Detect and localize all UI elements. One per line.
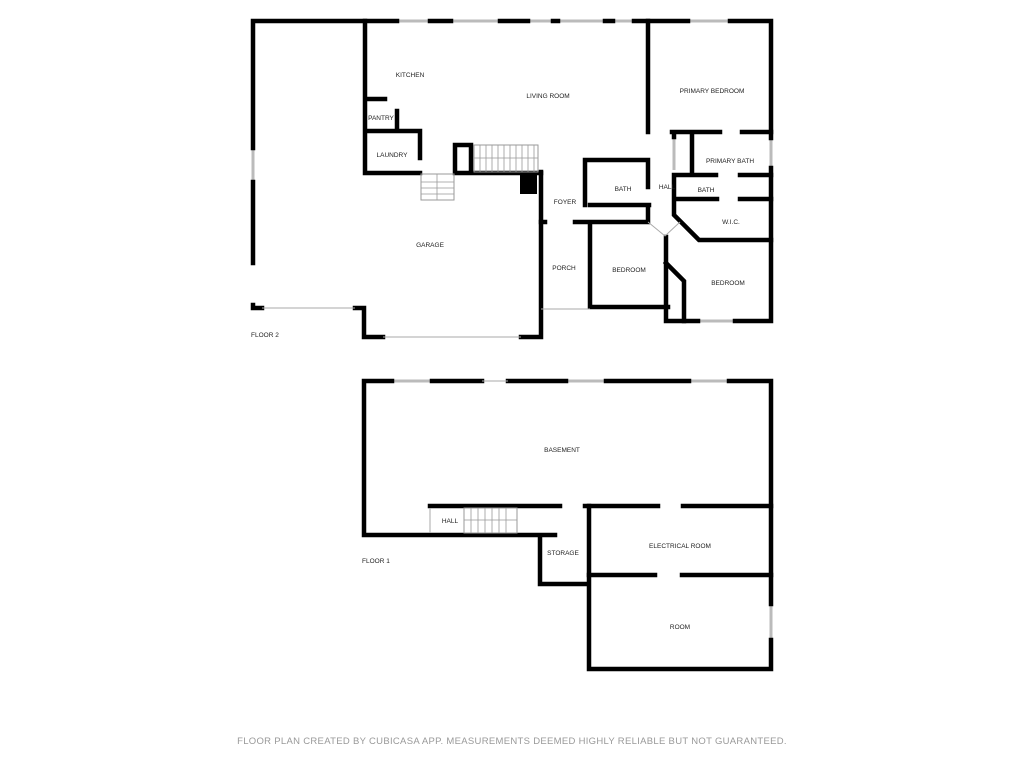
walls — [361, 378, 774, 672]
floor-2-plan: KITCHEN LIVING ROOM PRIMARY BEDROOM PANT… — [250, 18, 774, 340]
room-label-hall: HALL — [442, 518, 459, 525]
disclaimer-footer: FLOOR PLAN CREATED BY CUBICASA APP. MEAS… — [237, 736, 787, 747]
room-label-foyer: FOYER — [554, 199, 577, 206]
room-label-primary-bath: PRIMARY BATH — [706, 158, 754, 165]
room-label-wic: W.I.C. — [722, 219, 740, 226]
room-label-pantry: PANTRY — [368, 115, 394, 122]
walls — [250, 18, 774, 340]
room-label-basement: BASEMENT — [544, 447, 580, 454]
room-label-living-room: LIVING ROOM — [526, 93, 569, 100]
room-label-primary-bedroom: PRIMARY BEDROOM — [680, 88, 745, 95]
room-label-hall: HALL — [659, 184, 676, 191]
room-label-bedroom-2: BEDROOM — [711, 280, 745, 287]
windows — [392, 379, 773, 640]
room-label-storage: STORAGE — [547, 550, 579, 557]
room-label-room: ROOM — [670, 624, 690, 631]
room-label-bath-2: BATH — [698, 187, 715, 194]
room-label-kitchen: KITCHEN — [396, 72, 425, 79]
chimney-block — [520, 172, 537, 194]
floor-2-label: FLOOR 2 — [251, 332, 279, 339]
room-label-porch: PORCH — [552, 265, 576, 272]
floor-1-label: FLOOR 1 — [362, 558, 390, 565]
stairs-upper — [420, 144, 539, 201]
room-label-garage: GARAGE — [416, 242, 444, 249]
room-label-bedroom: BEDROOM — [612, 267, 646, 274]
floor-1-plan: BASEMENT HALL STORAGE ELECTRICAL ROOM RO… — [361, 378, 774, 672]
room-label-laundry: LAUNDRY — [377, 152, 409, 159]
room-label-electrical-room: ELECTRICAL ROOM — [649, 543, 711, 550]
stairs-lower — [463, 507, 518, 534]
room-label-bath: BATH — [615, 186, 632, 193]
